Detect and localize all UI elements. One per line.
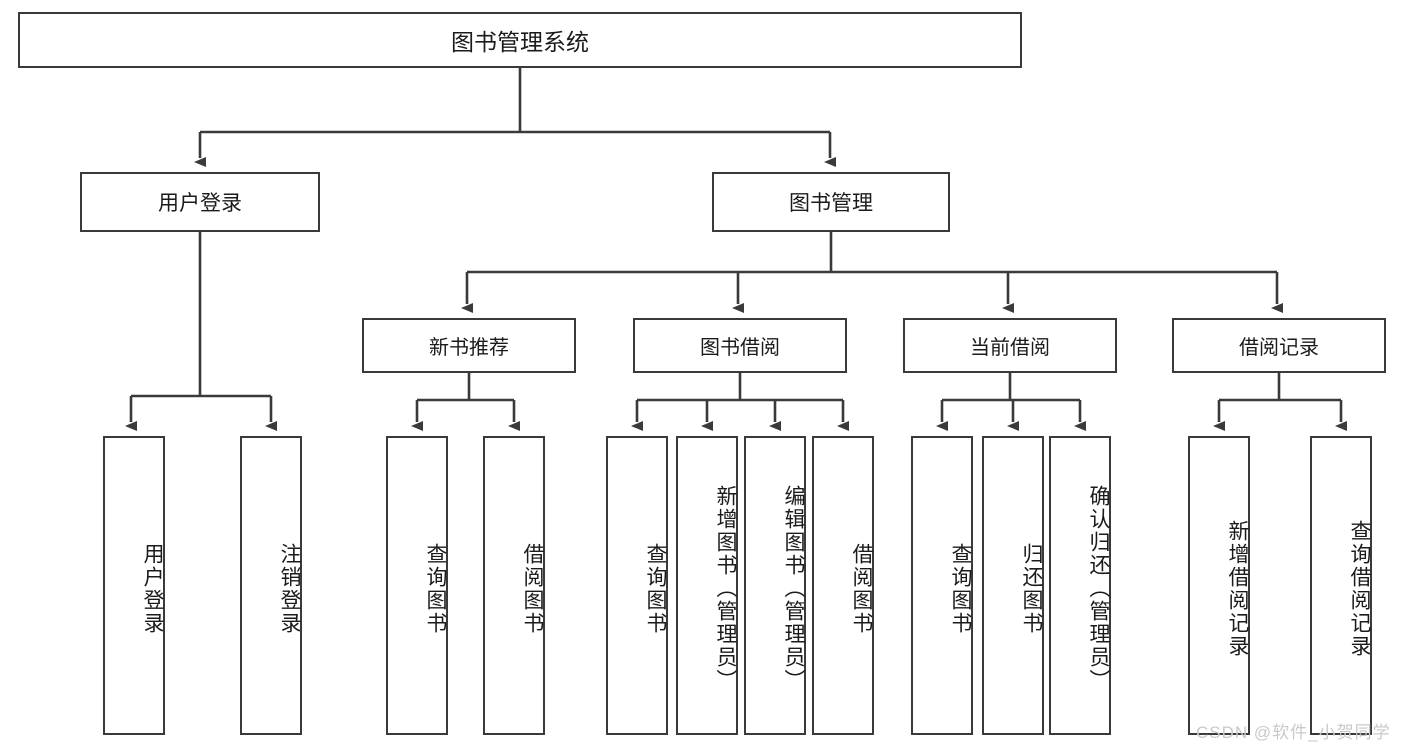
node-leaf-borrow-book-1[interactable]: 借阅图书 — [483, 436, 545, 735]
csdn-watermark: CSDN @软件_小贺同学 — [1196, 723, 1391, 742]
node-leaf-query-book-3[interactable]: 查询图书 — [911, 436, 973, 735]
node-leaf-query-book-2-label: 查询图书 — [644, 542, 667, 635]
node-book-borrow[interactable]: 图书借阅 — [633, 318, 847, 373]
node-leaf-return-book-label: 归还图书 — [1020, 542, 1043, 635]
node-book-manage[interactable]: 图书管理 — [712, 172, 950, 232]
node-leaf-add-book[interactable]: 新增图书（管理员） — [676, 436, 738, 735]
node-new-book-recommend-label: 新书推荐 — [429, 337, 509, 359]
node-user-login[interactable]: 用户登录 — [80, 172, 320, 232]
node-book-manage-label: 图书管理 — [789, 192, 873, 215]
node-current-borrow[interactable]: 当前借阅 — [903, 318, 1117, 373]
node-leaf-query-book-1[interactable]: 查询图书 — [386, 436, 448, 735]
node-user-login-label: 用户登录 — [158, 192, 242, 215]
node-new-book-recommend[interactable]: 新书推荐 — [362, 318, 576, 373]
node-leaf-confirm-return-label: 确认归还（管理员） — [1087, 485, 1110, 692]
node-leaf-borrow-book-2-label: 借阅图书 — [850, 542, 873, 635]
node-leaf-confirm-return[interactable]: 确认归还（管理员） — [1049, 436, 1111, 735]
node-leaf-borrow-book-2[interactable]: 借阅图书 — [812, 436, 874, 735]
node-leaf-logout-label: 注销登录 — [278, 542, 301, 635]
node-leaf-user-login-label: 用户登录 — [141, 542, 164, 635]
node-book-borrow-label: 图书借阅 — [700, 337, 780, 359]
node-leaf-logout[interactable]: 注销登录 — [240, 436, 302, 735]
node-current-borrow-label: 当前借阅 — [970, 337, 1050, 359]
node-leaf-query-record[interactable]: 查询借阅记录 — [1310, 436, 1372, 735]
node-leaf-add-record[interactable]: 新增借阅记录 — [1188, 436, 1250, 735]
node-borrow-record[interactable]: 借阅记录 — [1172, 318, 1386, 373]
node-leaf-query-book-2[interactable]: 查询图书 — [606, 436, 668, 735]
node-leaf-query-record-label: 查询借阅记录 — [1348, 519, 1371, 658]
node-leaf-edit-book-label: 编辑图书（管理员） — [782, 485, 805, 692]
node-root-label: 图书管理系统 — [451, 29, 589, 55]
node-leaf-user-login[interactable]: 用户登录 — [103, 436, 165, 735]
node-leaf-add-book-label: 新增图书（管理员） — [714, 485, 737, 692]
node-borrow-record-label: 借阅记录 — [1239, 337, 1319, 359]
node-leaf-query-book-1-label: 查询图书 — [424, 542, 447, 635]
node-leaf-edit-book[interactable]: 编辑图书（管理员） — [744, 436, 806, 735]
node-leaf-add-record-label: 新增借阅记录 — [1226, 519, 1249, 658]
node-leaf-query-book-3-label: 查询图书 — [949, 542, 972, 635]
node-root[interactable]: 图书管理系统 — [18, 12, 1022, 68]
node-leaf-borrow-book-1-label: 借阅图书 — [521, 542, 544, 635]
node-leaf-return-book[interactable]: 归还图书 — [982, 436, 1044, 735]
